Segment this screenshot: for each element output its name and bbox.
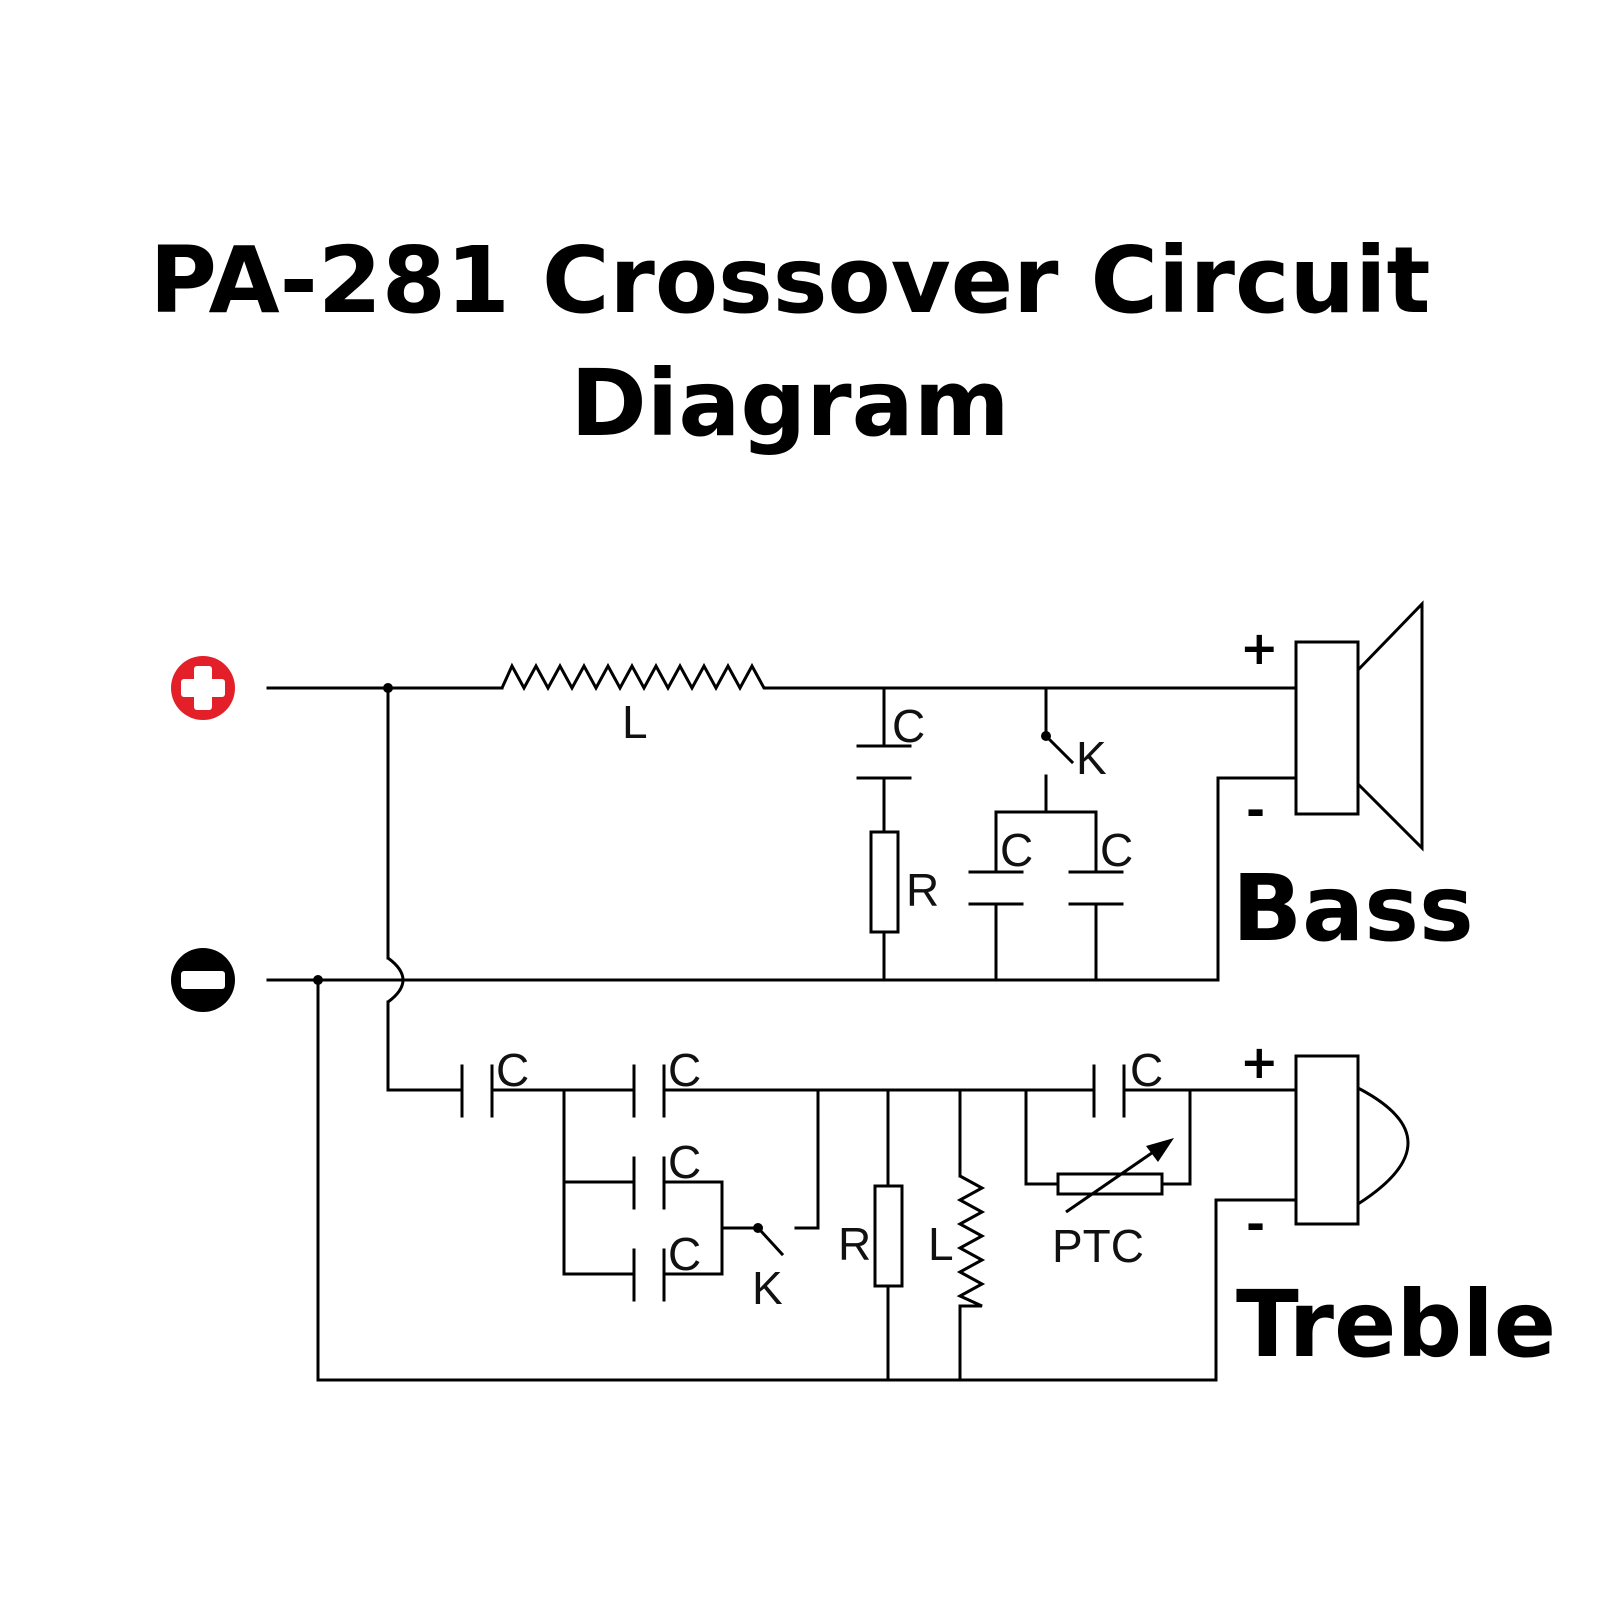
treble-label: Treble: [1236, 1271, 1556, 1378]
treble-plus-sign: +: [1240, 1035, 1279, 1089]
treble-cap-5-label: C: [1130, 1044, 1163, 1096]
page-title-line-2: Diagram: [570, 350, 1009, 457]
treble-switch-label: K: [752, 1262, 783, 1314]
bass-switch-label: K: [1076, 732, 1107, 784]
bass-resistor-label: R: [906, 864, 939, 916]
treble-cap-1-label: C: [496, 1044, 529, 1096]
plus-circle-icon: [171, 656, 235, 720]
bass-label: Bass: [1232, 855, 1474, 962]
treble-inductor-label: L: [928, 1218, 954, 1270]
treble-resistor-label: R: [838, 1218, 871, 1270]
treble-inductor: [956, 1174, 986, 1308]
ptc-thermistor: [1056, 1172, 1164, 1196]
treble-resistor: [873, 1184, 904, 1288]
page-title: PA-281 Crossover Circuit: [150, 227, 1431, 334]
bass-network: [266, 662, 1298, 985]
bass-cap-series-label: C: [892, 700, 925, 752]
treble-network: [316, 686, 1298, 1382]
bass-cap-right-label: C: [1100, 824, 1133, 876]
bass-inductor-label: L: [622, 696, 648, 748]
treble-minus-sign: -: [1246, 1197, 1265, 1251]
ptc-label: PTC: [1052, 1220, 1144, 1272]
treble-speaker-icon: [1294, 1054, 1410, 1226]
treble-cap-4-label: C: [668, 1228, 701, 1280]
bass-inductor: [500, 662, 774, 692]
bass-resistor: [869, 830, 900, 934]
bass-plus-sign: +: [1240, 621, 1279, 675]
bass-cap-left-label: C: [1000, 824, 1033, 876]
treble-cap-3-label: C: [668, 1136, 701, 1188]
treble-cap-2-label: C: [668, 1044, 701, 1096]
bass-minus-sign: -: [1246, 783, 1265, 837]
bass-speaker-icon: [1294, 600, 1424, 852]
minus-circle-icon: [171, 948, 235, 1012]
